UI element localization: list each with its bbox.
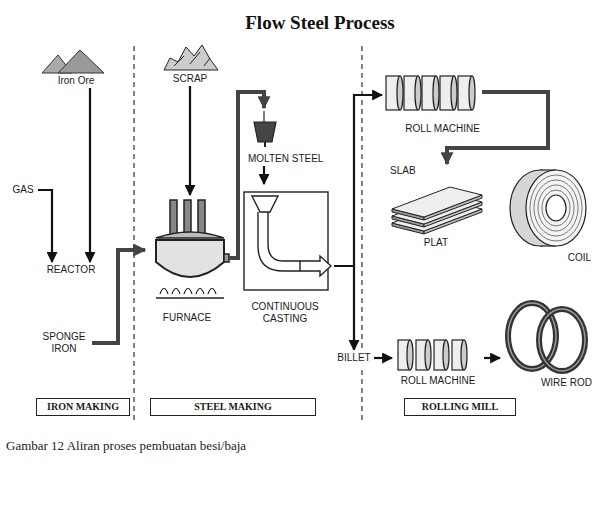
ladle-symbol-part	[264, 142, 266, 147]
coil-symbol-part	[538, 185, 574, 231]
coil-symbol-part	[534, 180, 578, 236]
node-label: SLAB	[390, 165, 482, 177]
node-label: Iron Ore	[40, 75, 112, 87]
scrap-pile-part	[164, 45, 218, 70]
node-label: MOLTEN STEEL	[248, 153, 334, 165]
diagram-title: Flow Steel Process	[200, 12, 440, 34]
iron-ore-pile	[42, 50, 104, 73]
flow-arrow	[484, 357, 500, 359]
ladle-symbol-part	[254, 122, 276, 142]
plate-stack	[392, 187, 482, 234]
reactor-label: REACTOR	[36, 262, 106, 278]
stage-band: STEEL MAKING	[150, 398, 316, 416]
material-label: SCRAP	[158, 40, 222, 86]
roller-symbol-part	[451, 76, 457, 110]
flow-arrow	[189, 86, 191, 195]
coil-symbol-part	[546, 195, 566, 221]
wire-rod-coil-part	[539, 309, 585, 371]
product-label: COIL	[505, 165, 593, 265]
furnace-symbol-part	[184, 200, 191, 236]
roller-symbol-part	[443, 340, 449, 370]
node-label: ROLLING MILL	[422, 401, 498, 413]
roller-symbol-part	[407, 340, 413, 370]
wire-rod-coil	[508, 303, 585, 371]
material-label: MOLTEN STEEL	[246, 108, 336, 166]
coil-symbol-part	[526, 170, 586, 246]
roller-symbol-part	[425, 340, 431, 370]
node-label: BILLET	[336, 352, 372, 364]
continuous-caster-part	[252, 196, 278, 212]
flow-arrow	[229, 92, 264, 258]
continuous-caster-part	[268, 212, 300, 261]
flow-arrow	[374, 357, 392, 359]
scrap-pile	[164, 45, 218, 70]
product-label: BILLET	[334, 350, 374, 366]
furnace-symbol-part	[156, 232, 224, 238]
roller-symbol-part	[433, 76, 439, 110]
material-label: SPONGE IRON	[36, 328, 92, 358]
machine-label: ROLL MACHINE	[392, 336, 484, 388]
stage-band: IRON MAKING	[36, 398, 130, 416]
continuous-caster-part	[300, 256, 331, 276]
iron-ore-pile-part	[58, 50, 104, 73]
node-label: COIL	[507, 252, 591, 264]
flow-arrow	[334, 266, 354, 350]
node-label: REACTOR	[38, 264, 104, 276]
roller-symbol	[386, 76, 475, 110]
roller-symbol-part	[397, 76, 403, 110]
furnace-symbol	[156, 200, 229, 298]
product-label: SLAB PLAT	[388, 164, 484, 250]
furnace-symbol-part	[170, 200, 177, 236]
continuous-caster	[244, 192, 331, 290]
coil-symbol-part	[542, 190, 570, 226]
flow-arrow	[263, 166, 265, 184]
node-label: GAS	[10, 184, 36, 196]
roller-symbol-part	[415, 76, 421, 110]
ladle-symbol-part	[263, 111, 264, 122]
roller-symbol-part	[469, 76, 475, 110]
roller-symbol	[398, 340, 467, 370]
flow-arrow	[334, 95, 382, 266]
flow-arrow	[38, 190, 52, 262]
figure-caption: Gambar 12 Aliran proses pembuatan besi/b…	[6, 438, 566, 454]
node-label: PLAT	[390, 237, 482, 249]
product-label: WIRE ROD	[500, 296, 594, 390]
plate-stack-part	[392, 187, 482, 217]
node-label: SCRAP	[160, 73, 220, 85]
continuous-caster-part	[258, 212, 300, 271]
furnace-symbol-part	[156, 297, 224, 299]
wire-rod-coil-part	[539, 309, 585, 371]
node-label: FURNACE	[147, 312, 227, 324]
divider-line-part	[133, 46, 134, 420]
roller-symbol-part	[461, 340, 467, 370]
coil-symbol-part	[530, 175, 582, 241]
furnace-symbol-part	[224, 254, 229, 262]
machine-label: ROLL MACHINE	[382, 72, 482, 136]
stage-band: ROLLING MILL	[404, 398, 516, 416]
machine-label: CONTINUOUS CASTING	[236, 184, 334, 326]
node-label: SPONGE IRON	[38, 331, 90, 355]
node-label: CONTINUOUS CASTING	[238, 301, 332, 325]
coil-symbol	[510, 170, 586, 246]
node-label: ROLL MACHINE	[384, 123, 480, 135]
scrap-pile-part	[174, 52, 210, 66]
furnace-symbol-part	[160, 289, 216, 295]
node-label: WIRE ROD	[502, 377, 592, 389]
node-label: IRON MAKING	[47, 401, 119, 413]
material-label: Iron Ore	[38, 48, 114, 88]
input-label: GAS	[8, 182, 38, 198]
furnace-label: FURNACE	[145, 195, 229, 325]
ladle-symbol	[254, 111, 276, 147]
continuous-caster-part	[244, 192, 328, 290]
node-label: ROLL MACHINE	[394, 375, 482, 387]
furnace-symbol-part	[156, 240, 224, 277]
divider-line	[134, 46, 362, 420]
flow-arrow	[92, 250, 145, 343]
node-label: STEEL MAKING	[194, 401, 272, 413]
flow-arrow	[89, 88, 91, 262]
furnace-symbol-part	[198, 200, 205, 236]
